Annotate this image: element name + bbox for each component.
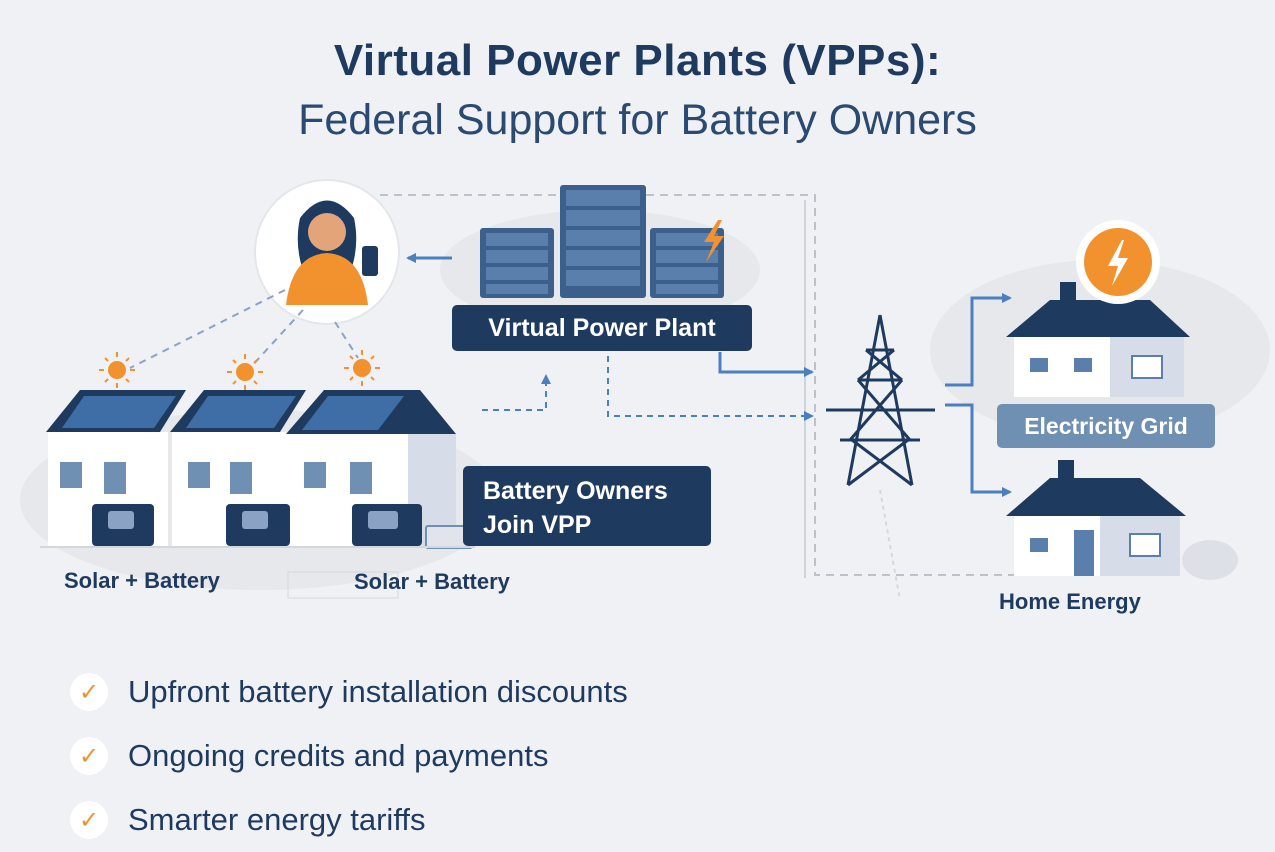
benefit-item: ✓ Upfront battery installation discounts — [70, 660, 628, 724]
benefit-text: Smarter energy tariffs — [128, 802, 426, 837]
check-icon: ✓ — [70, 737, 108, 775]
sun-icon — [99, 352, 135, 388]
solar-battery-caption: Solar + Battery — [64, 568, 220, 593]
benefit-text: Ongoing credits and payments — [128, 738, 549, 773]
page-subtitle: Federal Support for Battery Owners — [298, 96, 977, 144]
solar-house-icon — [170, 390, 306, 546]
arrow-to-home-top — [945, 293, 1012, 387]
connection-line — [129, 289, 286, 369]
check-icon: ✓ — [70, 801, 108, 839]
home-energy-caption: Home Energy — [999, 589, 1141, 614]
tower-base-line — [879, 489, 901, 601]
sun-icon — [344, 350, 380, 386]
solar-house-icon — [46, 390, 186, 546]
battery-owners-line2: Join VPP — [483, 511, 592, 539]
benefits-list: ✓ Upfront battery installation discounts… — [70, 660, 628, 852]
arrow-to-grid — [718, 352, 814, 377]
check-icon: ✓ — [70, 673, 108, 711]
battery-owners-label: Battery Owners Join VPP — [463, 466, 711, 546]
ground-outline — [287, 571, 399, 599]
solar-house-icon — [286, 390, 473, 549]
lightning-bolt-icon — [704, 220, 724, 262]
home-icon — [1006, 282, 1190, 397]
user-avatar-icon — [254, 179, 400, 325]
server-rack-icon — [480, 185, 724, 298]
arrow-to-home-bottom — [945, 403, 1012, 497]
page-title: Virtual Power Plants (VPPs): — [333, 36, 942, 85]
home-icon — [1006, 460, 1238, 580]
arrow-to-vpp — [482, 374, 551, 411]
benefit-item: ✓ Ongoing credits and payments — [70, 724, 628, 788]
transmission-tower-icon — [826, 314, 935, 487]
solar-battery-caption: Solar + Battery — [354, 569, 510, 594]
electricity-grid-label: Electricity Grid — [997, 404, 1215, 448]
sun-icon — [227, 354, 263, 390]
energy-badge-icon — [1076, 220, 1160, 304]
battery-owners-line1: Battery Owners — [483, 477, 668, 505]
benefit-item: ✓ Smarter energy tariffs — [70, 788, 628, 852]
benefit-text: Upfront battery installation discounts — [128, 674, 628, 709]
arrow-to-grid-dashed — [607, 356, 814, 421]
connection-line — [334, 321, 359, 359]
connection-line — [249, 309, 304, 369]
vpp-label: Virtual Power Plant — [452, 305, 752, 351]
